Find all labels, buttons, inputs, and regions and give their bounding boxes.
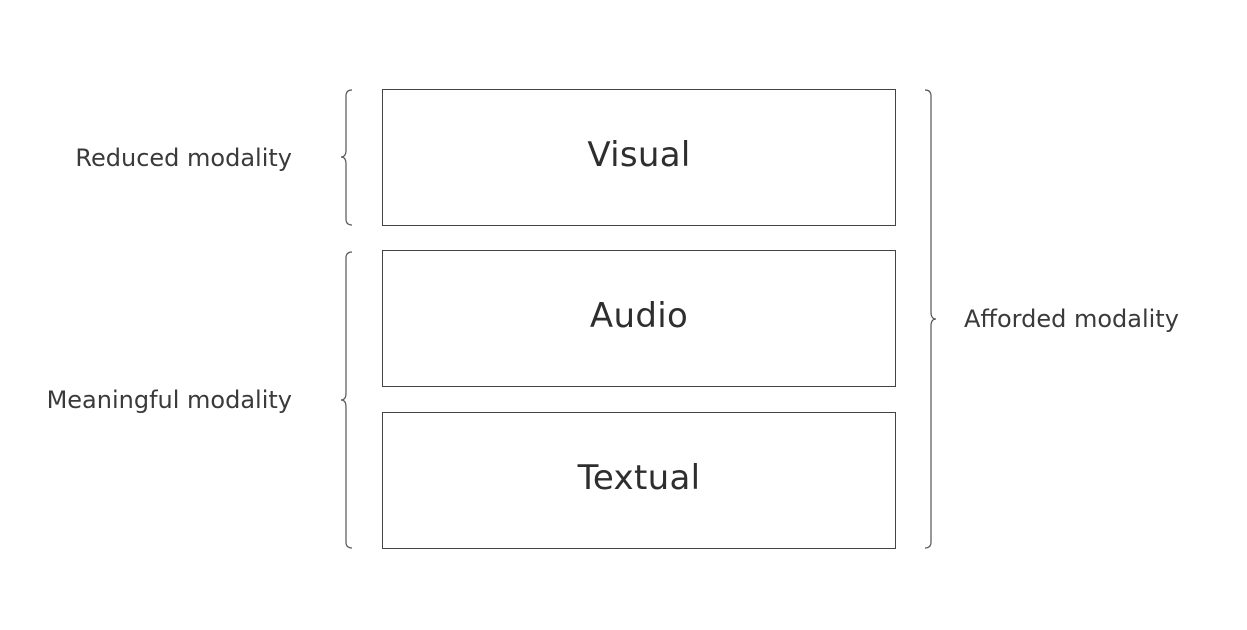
- reduced-modality-label: Reduced modality: [75, 144, 292, 172]
- visual-layer-box: Visual: [382, 89, 896, 226]
- audio-layer-box: Audio: [382, 250, 896, 387]
- visual-layer-label: Visual: [587, 134, 691, 175]
- textual-layer-box: Textual: [382, 412, 896, 549]
- textual-layer-label: Textual: [577, 457, 701, 498]
- audio-layer-label: Audio: [589, 295, 689, 336]
- reduced-modality-brace: [340, 89, 353, 226]
- meaningful-modality-brace: [340, 251, 353, 549]
- meaningful-modality-label: Meaningful modality: [46, 386, 292, 414]
- afforded-modality-label: Afforded modality: [964, 305, 1179, 333]
- afforded-modality-brace: [924, 89, 937, 549]
